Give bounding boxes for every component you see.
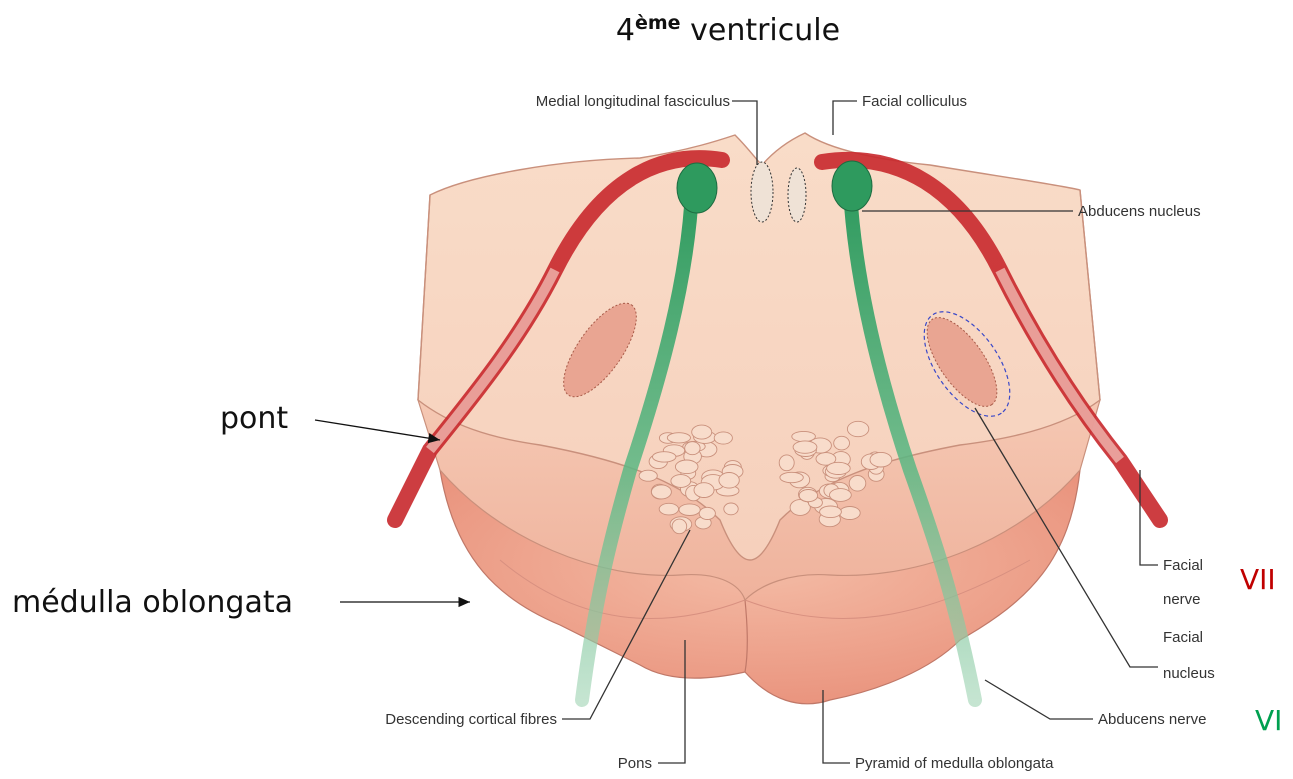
fibre-bundle — [639, 470, 657, 481]
pyramid-label: Pyramid of medulla oblongata — [855, 755, 1054, 772]
fibre-bundle — [714, 432, 732, 444]
mlf-left — [751, 162, 773, 222]
abducens-nucleus-label: Abducens nucleus — [1078, 203, 1201, 220]
fibre-bundle — [849, 476, 866, 492]
abducens-nerve-label: Abducens nerve — [1098, 711, 1206, 728]
fibre-bundle — [793, 441, 817, 453]
pont-label: pont — [220, 401, 288, 436]
fibre-bundle — [685, 442, 700, 455]
medulla-label: médulla oblongata — [12, 585, 293, 620]
fibre-bundle — [659, 503, 678, 515]
fibre-bundle — [779, 455, 794, 471]
facial-nerve-label-2: nerve — [1163, 591, 1201, 608]
fibre-bundle — [834, 436, 850, 450]
fibre-bundle — [672, 519, 687, 534]
fibre-bundle — [827, 462, 851, 474]
fibre-bundle — [694, 483, 714, 498]
descending-fibres-label: Descending cortical fibres — [385, 711, 557, 728]
facial-colliculus-label: Facial colliculus — [862, 93, 967, 110]
facial-nerve-label-1: Facial — [1163, 557, 1203, 574]
fibre-bundle — [667, 433, 690, 443]
facial-colliculus-leader — [833, 101, 857, 135]
fibre-bundle — [830, 489, 852, 502]
mlf-right — [788, 168, 806, 222]
fibre-bundle — [719, 473, 739, 489]
cranial-nerve-vii-label: VII — [1240, 563, 1276, 596]
abducens-nerve-leader — [985, 680, 1093, 719]
facial-nucleus-label-2: nucleus — [1163, 665, 1215, 682]
abducens-nucleus-left — [677, 163, 717, 213]
abducens-nucleus-right — [832, 161, 872, 211]
cranial-nerve-vi-label: VI — [1255, 704, 1282, 737]
fibre-bundle — [724, 503, 738, 515]
fibre-bundle — [653, 452, 676, 462]
fibre-bundle — [679, 504, 700, 516]
fibre-bundle — [820, 506, 842, 518]
mlf-label: Medial longitudinal fasciculus — [536, 93, 730, 110]
pont-arrow — [315, 420, 440, 440]
fibre-bundle — [780, 472, 803, 482]
title-4th-ventricle: 4ème ventricule — [616, 12, 840, 48]
fibre-bundle — [671, 475, 691, 488]
fibre-bundle — [675, 460, 698, 474]
fibre-bundle — [699, 507, 715, 519]
fibre-bundle — [870, 452, 892, 467]
fibre-bundle — [839, 507, 860, 520]
fibre-bundle — [799, 490, 817, 502]
fibre-bundle — [847, 421, 868, 436]
fibre-bundle — [651, 485, 671, 499]
facial-nucleus-label-1: Facial — [1163, 629, 1203, 646]
fibre-bundle — [692, 425, 712, 439]
pons-label: Pons — [618, 755, 652, 772]
